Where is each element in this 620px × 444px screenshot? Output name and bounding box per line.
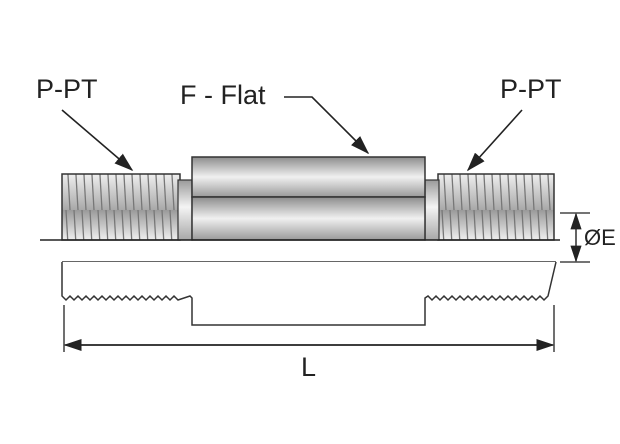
section-outline: [61, 261, 557, 326]
leader-right: [466, 109, 523, 172]
label-length: L: [301, 352, 317, 382]
flat-body: [191, 156, 426, 241]
label-left-thread: P-PT: [36, 74, 98, 104]
left-thread: [61, 173, 193, 241]
right-thread: [424, 173, 555, 241]
label-right-thread: P-PT: [500, 74, 562, 104]
label-diameter: ØE: [584, 225, 616, 250]
leader-center: [284, 96, 370, 155]
label-center-flat: F - Flat: [180, 80, 266, 110]
leader-left: [61, 109, 134, 172]
dimension-diameter: [560, 212, 590, 263]
dimension-length: [63, 305, 555, 352]
